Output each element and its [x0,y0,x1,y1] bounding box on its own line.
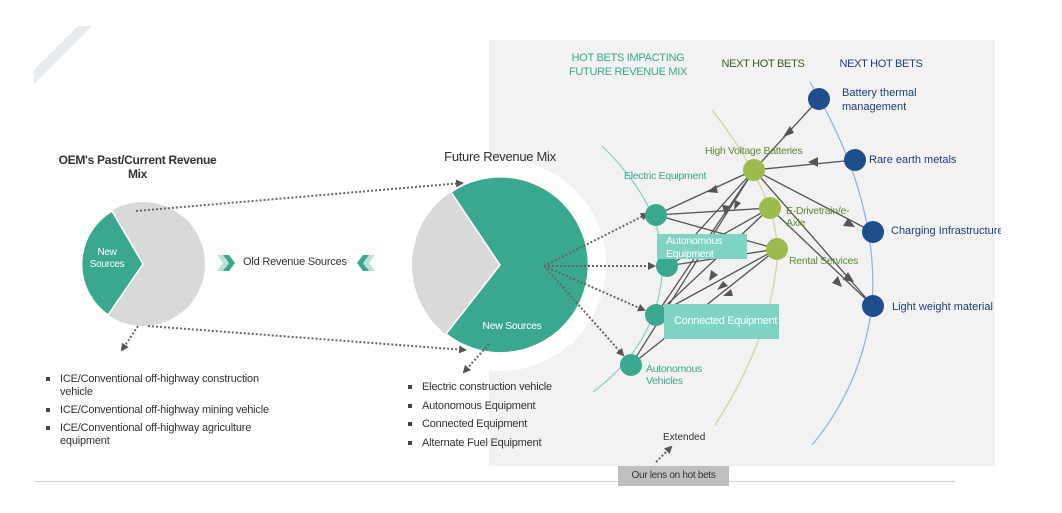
node-autonomous-vehicles [620,354,642,376]
past-pie-new-label: New Sources [89,247,125,270]
node-battery-thermal [808,88,830,110]
node-high-voltage-batteries [743,159,765,181]
edge-hvb-to-vehicles [630,169,755,366]
node-lightweight [862,295,884,317]
chevron-right-icon [217,255,235,271]
edge-hvb-to-electric [655,169,755,216]
corner-decoration [34,26,92,84]
bottom-divider [34,481,955,482]
label-lightweight: Light weight material [892,301,993,313]
future-mix-bullets: Electric construction vehicle Autonomous… [406,381,606,455]
node-rental-services [766,238,788,260]
node-electric-equipment [645,204,667,226]
node-autonomous-equipment [656,255,678,277]
chevron-left-icon [357,255,375,271]
lens-label: Our lens on hot bets [618,466,729,486]
label-edrivetrain: E-Drivetrain/e-Axle [786,205,850,229]
past-pie [80,202,205,326]
column-header-next: NEXT HOT BETS [721,58,805,70]
old-revenue-label: Old Revenue Sources [243,256,347,268]
list-item: Autonomous Equipment [406,400,606,413]
arrowhead [707,185,718,193]
arrowhead [843,272,854,282]
future-pie [412,176,590,354]
future-pie-new-slice [444,176,590,354]
list-item: ICE/Conventional off-highway constructio… [44,373,284,399]
arrowhead [783,126,794,137]
node-charging [862,221,884,243]
column-header-far: NEXT HOT BETS [839,58,923,70]
future-mix-title: Future Revenue Mix [444,149,556,164]
dotted-arrow-lens [655,445,673,463]
dotted-arrow-past-bullets [120,325,139,352]
extended-label: Extended [663,432,706,443]
label-rare-earth: Rare earth metals [869,154,957,166]
list-item: ICE/Conventional off-highway mining vehi… [44,404,284,417]
dotted-connector-bottom [147,325,467,354]
label-autonomous-vehicles: Autonomous Vehicles [646,363,702,387]
arrowhead [843,218,855,227]
node-connected-equipment [645,304,667,326]
past-mix-bullets: ICE/Conventional off-highway constructio… [44,373,284,453]
past-mix-title: OEM's Past/Current Revenue Mix [58,153,217,181]
label-high-voltage-batteries: High Voltage Batteries [705,145,803,157]
dotted-connector-top [135,179,464,212]
list-item: Electric construction vehicle [406,381,606,394]
past-pie-new-slice [80,209,144,317]
list-item: Alternate Fuel Equipment [406,437,606,450]
column-header-current: HOT BETS IMPACTING FUTURE REVENUE MIX [568,52,688,78]
arc-next [711,109,778,426]
arrowhead [723,289,733,296]
edge-lightweight-to-edrive [769,207,874,307]
list-item: ICE/Conventional off-highway agriculture… [44,422,284,448]
arrowhead [734,200,741,210]
node-rare-earth [844,149,866,171]
edge-lightweight-to-hvb [753,169,874,307]
arrowhead [722,205,730,215]
label-charging: Charging Infrastructure [891,225,1001,237]
edge-rental-to-electric [655,214,778,250]
node-edrivetrain [759,197,781,219]
list-item: Connected Equipment [406,418,606,431]
arrowhead [808,157,818,167]
arrowhead [832,276,842,287]
arrowhead [709,270,718,281]
label-connected-equipment: Connected Equipment [664,304,779,339]
label-battery-thermal: Battery thermal management [842,87,917,113]
label-rental-services: Rental Services [789,255,859,267]
label-autonomous-equipment: Autonomous Equipment [657,234,747,260]
future-pie-new-label: New Sources [482,320,542,332]
edge-rare-earth-to-hvb [753,159,856,171]
arrowhead [717,281,728,290]
edge-edrive-to-electric [655,207,771,216]
dotted-arrow-electric [543,213,649,267]
edge-edrive-to-connected [655,207,771,316]
edge-charging-to-hvb [753,169,874,233]
label-electric-equipment: Electric Equipment [624,170,707,182]
